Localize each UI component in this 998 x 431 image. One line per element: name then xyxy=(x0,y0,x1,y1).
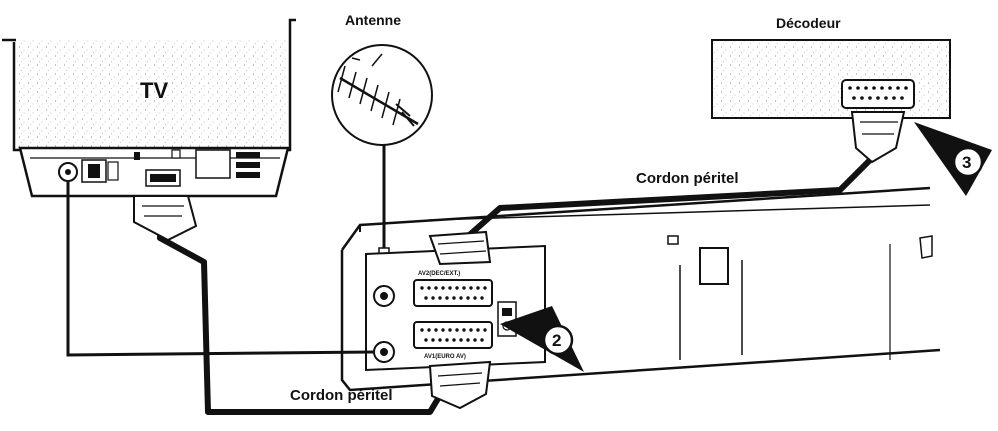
scart-plug-decoder xyxy=(850,111,906,164)
cable-label-bottom: Cordon péritel xyxy=(290,387,393,404)
callout-2-number: 2 xyxy=(552,331,561,350)
decoder-box xyxy=(711,39,951,119)
decoder-label: Décodeur xyxy=(776,15,841,31)
antenna-label: Antenne xyxy=(345,12,401,28)
scart-plug-tv xyxy=(133,195,198,242)
callout-3-number: 3 xyxy=(962,153,971,172)
cable-label-top: Cordon péritel xyxy=(636,170,739,187)
socket-av1-label: AV1(EURO AV) xyxy=(424,354,466,360)
scart-plug-av2 xyxy=(428,230,492,266)
socket-av2-label: AV2(DEC/EXT.) xyxy=(418,271,460,277)
tv-label: TV xyxy=(140,78,168,103)
tv-set xyxy=(2,18,296,198)
callout-2 xyxy=(500,306,584,372)
scart-socket-av2 xyxy=(413,279,493,307)
scart-socket-av1 xyxy=(413,321,493,349)
vcr-unit xyxy=(340,186,941,392)
callout-3 xyxy=(914,122,992,196)
antenna-icon xyxy=(331,44,433,146)
rf-cable xyxy=(66,182,375,357)
